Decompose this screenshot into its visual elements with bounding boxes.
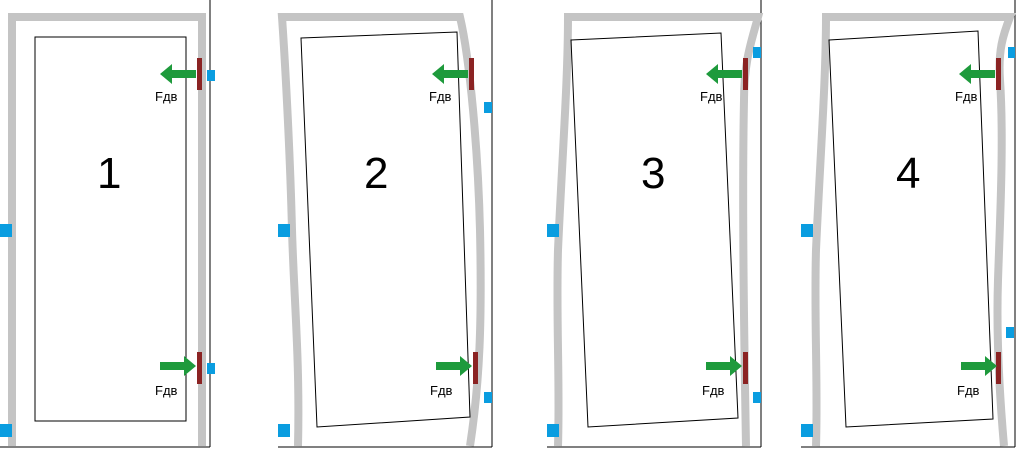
force-label-top: Fдв <box>155 89 178 104</box>
hinge-icon <box>801 224 813 237</box>
force-label-top: Fдв <box>955 89 978 104</box>
arrow-icon <box>961 356 997 376</box>
panel-number: 1 <box>97 149 121 198</box>
striker-plate-icon <box>197 352 202 384</box>
hinge-icon <box>1008 47 1015 58</box>
hinge-icon <box>0 224 12 237</box>
striker-plate-icon <box>469 58 474 90</box>
panel-4: Fдв Fдв 4 <box>801 0 1016 448</box>
door-leaf <box>570 32 739 428</box>
hinge-icon <box>0 424 12 437</box>
panel-1: Fдв Fдв 1 <box>0 0 215 448</box>
hinge-icon <box>753 392 761 403</box>
arrow-icon <box>436 356 472 376</box>
arrow-icon <box>160 64 196 84</box>
door-leaf <box>34 36 187 422</box>
panel-3: Fдв Fдв 3 <box>547 0 764 448</box>
arrow-icon <box>432 64 468 84</box>
hinge-icon <box>801 424 813 437</box>
hinge-icon <box>753 47 761 58</box>
hinge-icon <box>484 102 492 113</box>
arrow-icon <box>160 356 196 376</box>
striker-plate-icon <box>743 58 748 90</box>
panel-number: 2 <box>364 149 388 198</box>
panel-number: 4 <box>896 149 920 198</box>
hinge-icon <box>484 392 492 403</box>
door-leaf <box>828 30 994 428</box>
striker-plate-icon <box>743 352 748 384</box>
arrow-icon <box>706 64 742 84</box>
hinge-icon <box>1006 327 1014 338</box>
door-seal <box>553 13 764 447</box>
striker-plate-icon <box>197 58 202 90</box>
arrow-icon <box>706 356 742 376</box>
force-label-bottom: Fдв <box>155 383 178 398</box>
door-leaf <box>300 31 471 428</box>
striker-plate-icon <box>996 58 1001 90</box>
force-label-bottom: Fдв <box>430 383 453 398</box>
force-label-top: Fдв <box>429 89 452 104</box>
hinge-icon <box>207 70 215 81</box>
hinge-icon <box>547 224 559 237</box>
force-label-bottom: Fдв <box>702 383 725 398</box>
striker-plate-icon <box>996 352 1001 384</box>
door-seal <box>277 13 485 447</box>
hinge-icon <box>207 363 215 374</box>
door-seal <box>8 13 206 446</box>
hinge-icon <box>278 424 290 437</box>
panel-2: Fдв Fдв 2 <box>277 0 493 448</box>
panel-number: 3 <box>641 149 665 198</box>
striker-plate-icon <box>473 352 478 384</box>
force-label-bottom: Fдв <box>957 383 980 398</box>
hinge-icon <box>547 424 559 437</box>
arrow-icon <box>959 64 995 84</box>
door-seal <box>811 13 1016 447</box>
force-label-top: Fдв <box>700 89 723 104</box>
hinge-icon <box>278 224 290 237</box>
